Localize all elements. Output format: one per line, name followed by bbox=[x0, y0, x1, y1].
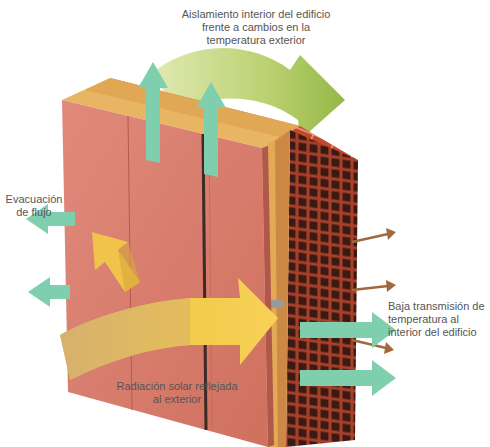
callout-text: Evacuación de flujo bbox=[2, 193, 66, 219]
callout-text: Aislamiento interior del edificio frente… bbox=[172, 8, 340, 47]
callout-text: Radiación solar reflejada al exterior bbox=[116, 380, 238, 406]
callout-text: Baja transmisión de temperatura al inter… bbox=[388, 300, 488, 339]
